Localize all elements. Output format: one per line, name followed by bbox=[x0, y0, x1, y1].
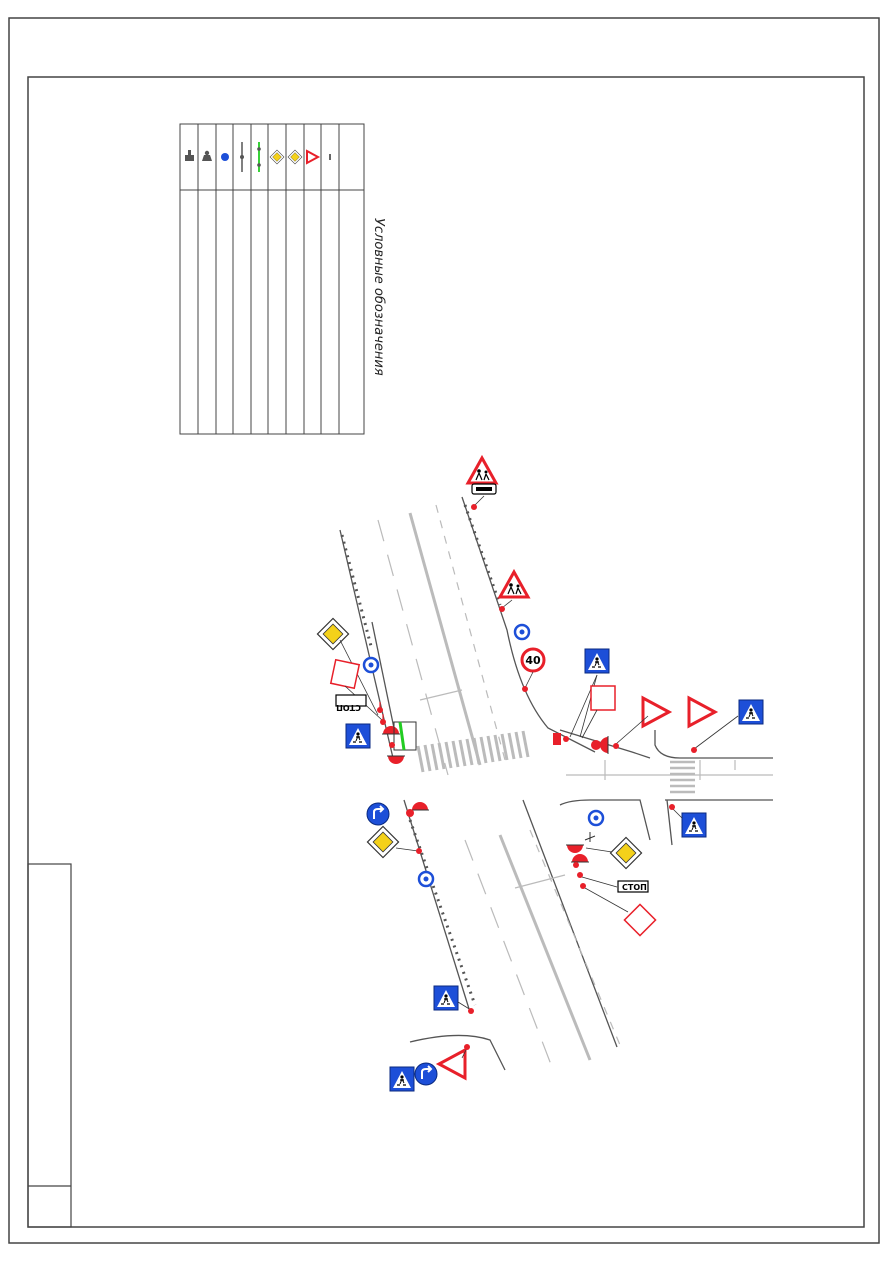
signs-northeast bbox=[553, 648, 764, 755]
pedestrian-fence bbox=[340, 504, 502, 1006]
stop-plate-nw: СТОП bbox=[336, 703, 361, 712]
bell-pedestal-icon bbox=[202, 150, 212, 161]
priority-diamond-icon bbox=[287, 149, 303, 165]
signs-west bbox=[366, 801, 474, 1092]
yield-triangle-icon bbox=[306, 149, 321, 165]
stop-plate-se: СТОП bbox=[622, 883, 647, 892]
post-icon bbox=[240, 142, 244, 172]
inner-frame bbox=[27, 76, 865, 1228]
green-post-icon bbox=[257, 142, 261, 172]
speed-limit-value: 40 bbox=[525, 654, 541, 667]
blue-dot-icon bbox=[221, 153, 229, 161]
legend-table: Условные обозначения bbox=[179, 123, 386, 435]
legend-title: Условные обозначения bbox=[371, 218, 386, 376]
crosswalk-north bbox=[416, 730, 530, 773]
signs-north: 40 bbox=[466, 456, 546, 692]
signs-southeast: СТОП bbox=[565, 804, 707, 937]
crosswalk-east bbox=[670, 760, 695, 794]
road-network bbox=[339, 496, 773, 1071]
outer-frame bbox=[8, 17, 880, 1244]
side-stamp bbox=[27, 863, 72, 1228]
signs-northwest: СТОП bbox=[316, 617, 417, 765]
person-on-pedestal-icon bbox=[185, 150, 194, 161]
road-markings bbox=[377, 504, 773, 1076]
priority-diamond-icon bbox=[269, 149, 285, 165]
